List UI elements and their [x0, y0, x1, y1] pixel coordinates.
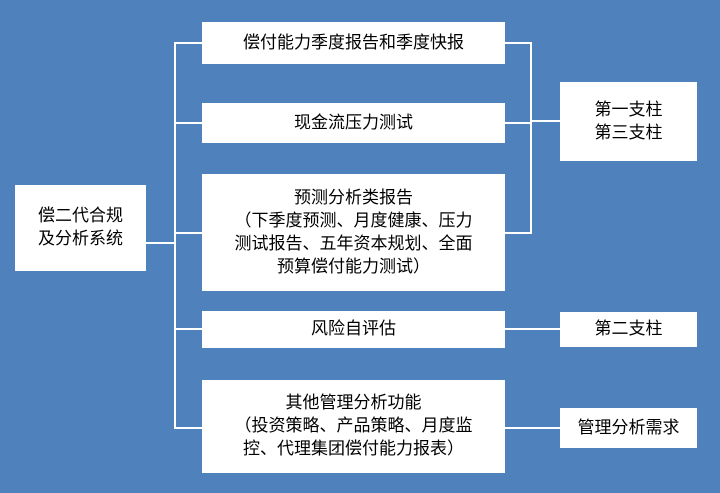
pillar-text-line: 第二支柱 — [594, 319, 663, 339]
report-box-other-management: 其他管理分析功能 （投资策略、产品策略、月度监 控、代理集团偿付能力报表） — [202, 380, 505, 473]
root-system-line: 及分析系统 — [38, 229, 123, 249]
connector-to-pillar-3 — [505, 427, 560, 429]
report-text-line: （投资策略、产品策略、月度监 — [234, 416, 473, 436]
connector-report-3-out — [505, 232, 532, 234]
report-text-line: 测试报告、五年资本规划、全面 — [234, 233, 473, 254]
pillar-text-line: 管理分析需求 — [577, 417, 680, 438]
report-text-line: 现金流压力测试 — [294, 112, 413, 133]
pillar-box-second: 第二支柱 — [560, 312, 697, 347]
report-box-quarterly: 偿付能力季度报告和季度快报 — [202, 22, 505, 64]
report-text-line: 预算偿付能力测试） — [277, 256, 430, 277]
report-text-line: 控、代理集团偿付能力报表） — [243, 439, 464, 459]
connector-branch-report-2 — [174, 122, 202, 124]
report-text-line: （下季度预测、月度健康、压力 — [234, 210, 473, 231]
pillar-text-line: 第一支柱 — [594, 99, 663, 120]
report-box-forecast-analysis: 预测分析类报告 （下季度预测、月度健康、压力 测试报告、五年资本规划、全面 预算… — [202, 174, 505, 291]
connector-branch-report-5 — [174, 427, 202, 429]
report-box-risk-self-assessment: 风险自评估 — [202, 311, 505, 348]
report-text-line: 风险自评估 — [311, 319, 396, 339]
connector-branch-report-1 — [174, 42, 202, 44]
connector-report-trunk — [174, 42, 176, 429]
connector-root-horizontal — [146, 242, 176, 244]
pillar-box-first-third: 第一支柱 第三支柱 — [560, 82, 697, 161]
pillar-text-line: 第三支柱 — [594, 122, 663, 143]
connector-report-1-out — [505, 42, 532, 44]
pillar-box-management-needs: 管理分析需求 — [560, 408, 697, 448]
connector-report-2-out — [505, 122, 532, 124]
report-text-line: 其他管理分析功能 — [285, 393, 422, 413]
connector-to-pillar-1 — [530, 120, 560, 122]
report-text-line: 预测分析类报告 — [294, 187, 413, 208]
connector-branch-report-4 — [174, 328, 202, 330]
report-text-line: 偿付能力季度报告和季度快报 — [243, 32, 464, 53]
connector-branch-report-3 — [174, 232, 202, 234]
report-box-cashflow-stress: 现金流压力测试 — [202, 103, 505, 143]
root-system-box: 偿二代合规 及分析系统 — [15, 185, 146, 271]
connector-pillar-bracket — [530, 42, 532, 234]
connector-to-pillar-2 — [505, 328, 560, 330]
root-system-line: 偿二代合规 — [38, 206, 123, 226]
